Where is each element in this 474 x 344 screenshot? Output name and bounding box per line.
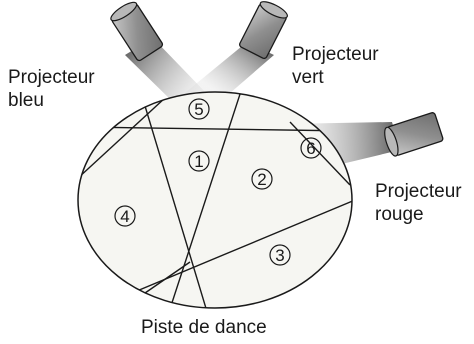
line-red-lower: [119, 199, 352, 299]
dance-floor: [77, 91, 353, 309]
region-1: 1: [188, 150, 210, 172]
line-green: [167, 92, 243, 308]
region-5: 5: [188, 98, 210, 120]
blue-projector: [110, 1, 164, 62]
green-beam: [186, 42, 274, 100]
region-5-number: 5: [194, 100, 203, 119]
red-projector-label-line1: Projecteur: [375, 181, 462, 202]
line-top-chord: [79, 126, 352, 132]
region-3-number: 3: [275, 246, 284, 265]
region-4: 4: [114, 205, 136, 227]
red-projector: [384, 112, 444, 157]
blue-projector-label-line1: Projecteur: [8, 67, 95, 88]
region-2-number: 2: [257, 170, 266, 189]
green-projector-label: Projecteur vert: [292, 43, 379, 89]
blue-projector-label: Projecteur bleu: [8, 66, 95, 112]
green-projector: [239, 1, 288, 60]
red-projector-label: Projecteur rouge: [375, 180, 462, 226]
line-blue-right: [141, 95, 209, 308]
green-projector-label-line2: vert: [292, 67, 324, 88]
region-1-number: 1: [194, 152, 203, 171]
red-projector-label-line2: rouge: [375, 204, 424, 225]
region-4-number: 4: [120, 207, 129, 226]
region-3: 3: [269, 244, 291, 266]
green-projector-label-line1: Projecteur: [292, 44, 379, 65]
region-2: 2: [251, 168, 273, 190]
line-blue-left: [78, 92, 179, 191]
region-6-number: 6: [306, 139, 315, 158]
region-6: 6: [300, 137, 322, 159]
blue-projector-label-line2: bleu: [8, 90, 44, 111]
dance-floor-label: Piste de dance: [141, 317, 267, 338]
